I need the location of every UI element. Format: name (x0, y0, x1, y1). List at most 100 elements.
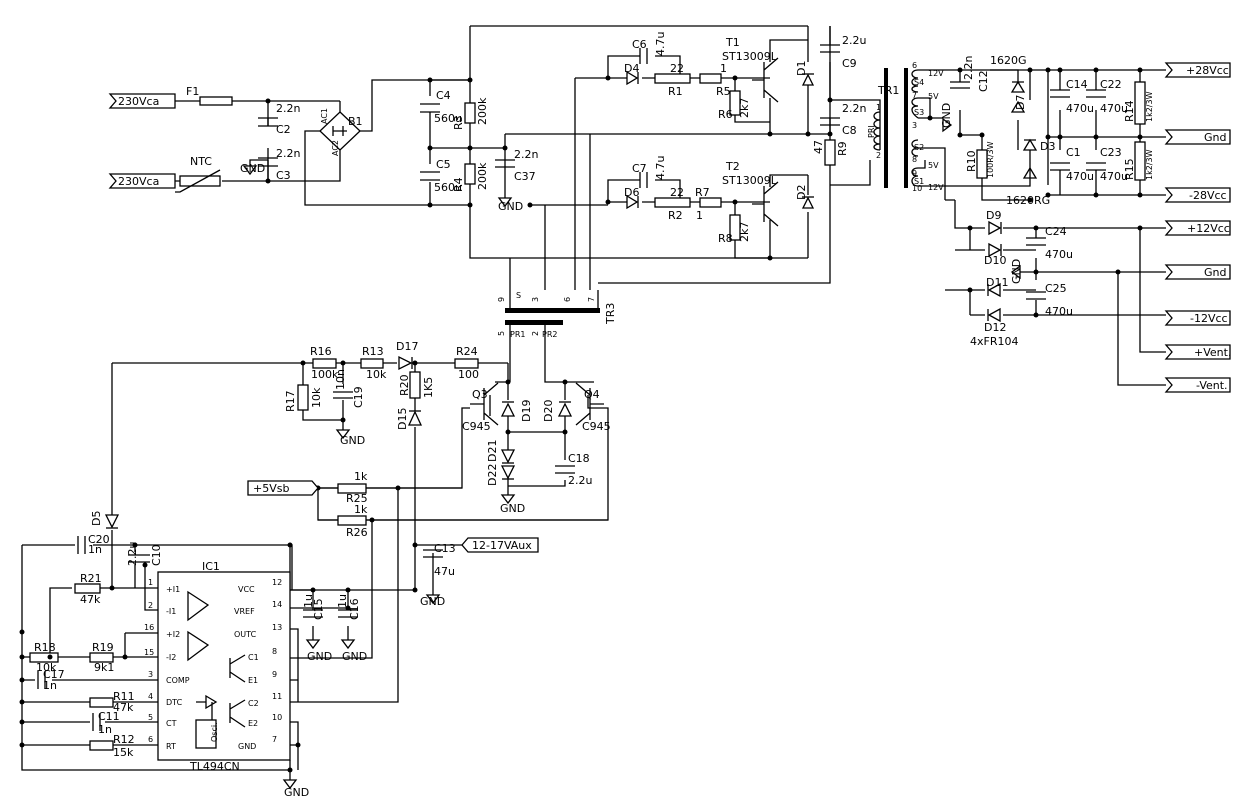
label-gnd-tr1: GND (940, 103, 953, 128)
label-r7: R7 (695, 186, 710, 199)
resistor-r2 (654, 197, 691, 208)
label-gnd-a: GND (240, 162, 265, 175)
capacitors-c15-c16 (303, 609, 358, 618)
label-tl494: TL494CN (189, 760, 240, 773)
label-d12: D12 (984, 321, 1006, 334)
label-c24v: 470u (1045, 248, 1073, 261)
label-r17v: 10k (310, 387, 323, 408)
label-12va: 12V (928, 69, 944, 78)
label-r11: R11 (113, 690, 135, 703)
label-r7v: 1 (696, 209, 703, 222)
label-c16v: 1u (336, 594, 349, 608)
label-r13: R13 (362, 345, 384, 358)
label-c7: C7 (632, 162, 647, 175)
ic-pin-name-15: -I2 (166, 653, 176, 662)
capacitor-c9-c8 (820, 44, 840, 126)
label-c18: C18 (568, 452, 590, 465)
capacitor-c13 (423, 549, 443, 558)
label-c9: C9 (842, 57, 857, 70)
label-c6: C6 (632, 38, 647, 51)
label-r15: R15 (1123, 158, 1136, 180)
resistor-r26 (337, 515, 367, 526)
port-aux-text: 12-17VAux (472, 539, 532, 552)
label-s4: S4 (914, 78, 924, 87)
label-c7v: 4.7u (654, 156, 667, 180)
components (29, 44, 1146, 761)
capacitor-c37 (495, 159, 515, 168)
label-gnd-c: GND (1010, 259, 1023, 284)
capacitor-c11 (92, 713, 101, 731)
label-r17: R17 (284, 390, 297, 412)
port-in-n (108, 173, 176, 189)
capacitor-c12 (950, 81, 970, 89)
label-c16: C16 (348, 598, 361, 620)
label-r3v: 200k (476, 97, 489, 125)
label-tr1-7: 7 (912, 91, 917, 100)
port-aux (461, 537, 539, 553)
label-c12v: 2.2n (962, 56, 975, 80)
label-c23: C23 (1100, 146, 1122, 159)
label-t1: T1 (725, 36, 740, 49)
resistor-r7 (699, 197, 722, 208)
diode-d17 (398, 355, 413, 371)
port-p28 (1164, 62, 1231, 78)
label-r19: R19 (92, 641, 114, 654)
port-gnd2 (1164, 264, 1231, 280)
label-r8: R8 (718, 232, 733, 245)
label-c14v: 470u (1066, 102, 1094, 115)
label-d15: D15 (396, 408, 409, 430)
label-pri: PRI (867, 125, 876, 138)
diode-d4 (626, 70, 639, 86)
label-c14: C14 (1066, 78, 1088, 91)
resistor-r10 (976, 149, 988, 179)
label-c6v: 4.7u (654, 32, 667, 56)
label-d21: D21 (486, 440, 499, 462)
component-labels: F1 NTC 2.2n C2 2.2n C3 GND B1 AC1 AC2 C4… (34, 32, 1154, 799)
resistor-r15 (1134, 141, 1146, 181)
resistor-r12 (89, 740, 114, 751)
label-d11: D11 (986, 276, 1008, 289)
resistor-r19 (89, 652, 114, 663)
label-q3: Q3 (472, 388, 488, 401)
port-gnd2-text: Gnd (1204, 266, 1226, 279)
ic-pin-num-1: 1 (148, 578, 153, 587)
capacitors-c24-c25 (1026, 237, 1046, 300)
ic-pin-num-9: 9 (272, 670, 277, 679)
ic-pin-name-5: CT (166, 719, 177, 728)
ic-pin-num-5: 5 (148, 713, 153, 722)
label-c11v: 1n (98, 723, 112, 736)
label-c15: C15 (312, 598, 325, 620)
diode-d19 (500, 402, 516, 417)
label-pr1: PR1 (510, 330, 525, 339)
diode-d9 (988, 220, 1002, 236)
port-m12 (1164, 310, 1231, 326)
ic-pin-num-6: 6 (148, 735, 153, 744)
label-d17: D17 (396, 340, 418, 353)
label-c10: C10 (150, 544, 163, 566)
ic-pin-name-13: OUTC (234, 630, 257, 639)
label-c8: C8 (842, 124, 857, 137)
label-d3: D3 (1040, 140, 1055, 153)
label-r5v: 1 (720, 62, 727, 75)
ic-pin-name-7: GND (238, 742, 256, 751)
label-12vb: 12V (928, 183, 944, 192)
label-d9: D9 (986, 209, 1001, 222)
resistor-r4 (464, 163, 476, 185)
label-b1: B1 (348, 115, 363, 128)
label-r4: R4 (452, 177, 465, 192)
label-tr1-3: 3 (912, 121, 917, 130)
resistor-r16 (312, 358, 337, 369)
label-r1: R1 (668, 85, 683, 98)
label-c4: C4 (436, 89, 451, 102)
ic-pin-num-7: 7 (272, 735, 277, 744)
diode-d3 (1022, 138, 1038, 151)
diode-d10 (988, 242, 1002, 258)
capacitors-output (1050, 89, 1106, 171)
label-tr1-9: 9 (912, 169, 917, 178)
transformer-tr1-core (884, 68, 888, 188)
resistor-r17 (297, 384, 309, 411)
port-p28-text: +28Vcc (1186, 64, 1229, 77)
ic-pin-name-11: C2 (248, 699, 259, 708)
label-tr3-s: S (516, 291, 521, 300)
junction-dots (19, 67, 1143, 773)
